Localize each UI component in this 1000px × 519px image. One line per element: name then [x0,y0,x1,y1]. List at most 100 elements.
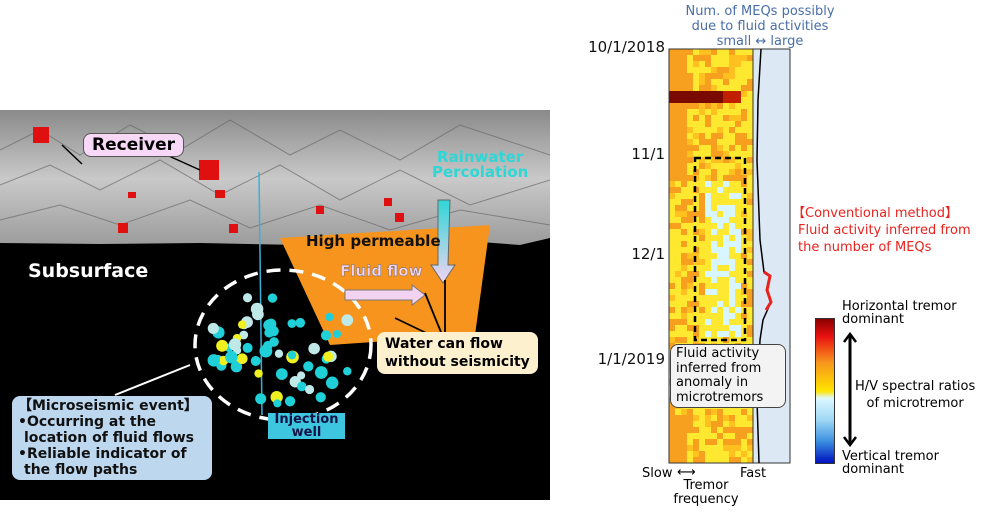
heatmap-cell [675,331,681,337]
heatmap-cell [705,157,711,163]
heatmap-cell [681,241,687,247]
event-dot [259,344,273,358]
heatmap-cell [699,247,705,253]
heatmap-cell [735,61,741,67]
heatmap-cell [699,301,705,307]
event-dot [225,350,238,364]
heatmap-cell [687,307,693,313]
heatmap-cell [741,55,747,61]
heatmap-cell [723,163,729,169]
heatmap-cell [723,223,729,229]
heatmap-cell [741,193,747,199]
heatmap-cell [669,181,675,187]
microseismic-line: •Occurring at the [18,414,157,430]
heatmap-cell [711,103,717,109]
heatmap-cell [747,433,753,439]
heatmap-cell [681,133,687,139]
heatmap-cell [705,277,711,283]
heatmap-cell [711,139,717,145]
heatmap-cell [717,301,723,307]
heatmap-cell [729,223,735,229]
heatmap-cell [735,331,741,337]
heatmap-cell [747,85,753,91]
heatmap-cell [735,337,741,343]
heatmap-cell [729,115,735,121]
heatmap-cell [687,199,693,205]
heatmap-cell [669,205,675,211]
heatmap-cell [687,409,693,415]
heatmap-cell [711,451,717,457]
heatmap-cell [705,151,711,157]
event-dot [275,368,288,380]
fluid-flow-label: Fluid flow [340,262,423,280]
heatmap-cell [687,193,693,199]
heatmap-cell [681,115,687,121]
heatmap-cell [687,415,693,421]
heatmap-cell [693,271,699,277]
heatmap-cell [705,415,711,421]
heatmap-cell [675,151,681,157]
heatmap-cell [735,223,741,229]
receiver-label: Receiver [83,133,185,157]
heatmap-cell [741,145,747,151]
heatmap-cell [699,145,705,151]
heatmap-cell [747,295,753,301]
heatmap-cell [741,139,747,145]
heatmap-cell [681,187,687,193]
heatmap-cell [723,253,729,259]
heatmap-cell [717,415,723,421]
heatmap-cell [669,55,675,61]
heatmap-cell [729,259,735,265]
heatmap-cell [747,199,753,205]
heatmap-cell [699,61,705,67]
heatmap-cell [669,409,675,415]
heatmap-cell [717,121,723,127]
heatmap-cell [705,283,711,289]
heatmap-cell [687,115,693,121]
heatmap-cell [735,241,741,247]
receiver-markers [33,127,404,233]
heatmap-cell [681,163,687,169]
heatmap-cell [681,97,687,103]
heatmap-cell [681,331,687,337]
heatmap-cell [699,307,705,313]
heatmap-cell [717,109,723,115]
heatmap-cell [729,49,735,55]
event-dot [207,322,219,335]
heatmap-cell [747,253,753,259]
event-dot [237,320,247,329]
x-fast-label: Fast [740,466,767,481]
heatmap-cell [717,199,723,205]
heatmap-cell [687,79,693,85]
heatmap-cell [705,103,711,109]
heatmap-cell [729,67,735,73]
heatmap-cell [729,409,735,415]
heatmap-cell [747,127,753,133]
heatmap-cell [681,121,687,127]
heatmap-cell [723,139,729,145]
heatmap-cell [675,229,681,235]
heatmap-cell [723,433,729,439]
heatmap-cell [711,253,717,259]
heatmap-cell [723,193,729,199]
heatmap-cell [669,91,675,97]
heatmap-cell [723,115,729,121]
heatmap-cell [675,223,681,229]
heatmap-cell [717,145,723,151]
heatmap-cell [729,145,735,151]
event-dot [216,339,229,352]
heatmap-cell [705,427,711,433]
date-label: 10/1/2018 [588,38,665,56]
heatmap-cell [693,127,699,133]
heatmap-cell [669,133,675,139]
heatmap-cell [729,181,735,187]
heatmap-cell [723,205,729,211]
heatmap-cell [699,331,705,337]
heatmap-cell [675,445,681,451]
heatmap-cell [747,79,753,85]
heatmap-cell [705,331,711,337]
event-dot [314,366,328,379]
heatmap-cell [699,295,705,301]
microseismic-pointer [114,364,191,396]
heatmap-cell [747,319,753,325]
